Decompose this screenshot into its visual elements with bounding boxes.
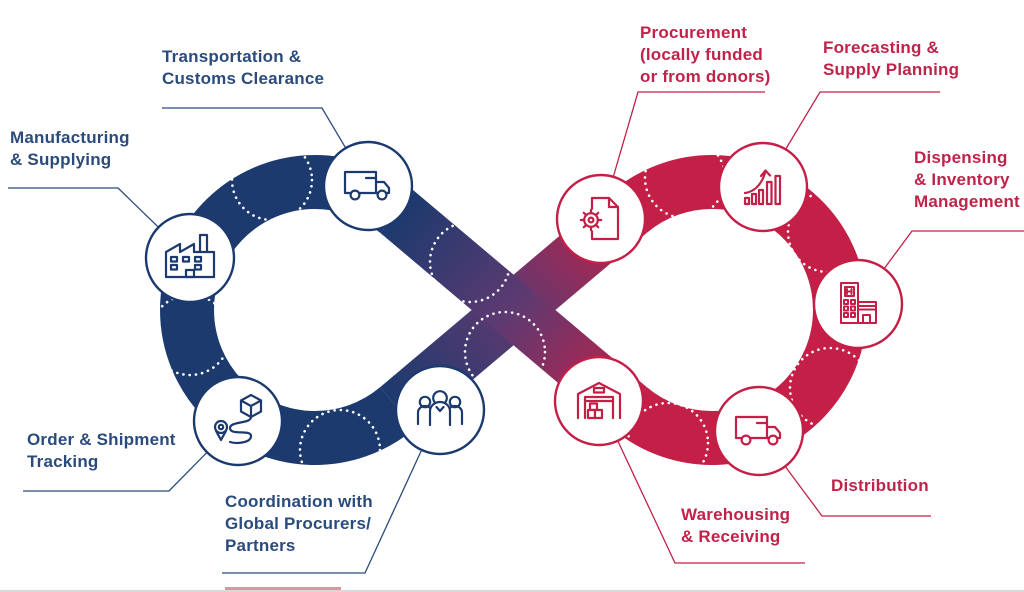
team-icon	[416, 390, 464, 427]
leader-transportation	[162, 107, 347, 149]
node-order-tracking	[192, 375, 284, 467]
label-order-shipment-tracking: Order & Shipment Tracking	[27, 430, 176, 471]
node-transportation	[322, 140, 414, 232]
hospital-icon	[840, 282, 877, 324]
label-coordination-global-partners: Coordination with Global Procurers/ Part…	[225, 492, 373, 555]
leader-warehousing	[616, 439, 805, 564]
leader-distribution	[783, 464, 931, 517]
growth-chart-icon	[743, 169, 782, 206]
package-route-icon	[213, 393, 263, 444]
dashed-circle	[230, 138, 314, 222]
factory-icon	[164, 233, 216, 279]
node-warehousing	[553, 355, 645, 447]
truck-icon	[343, 170, 391, 201]
dashed-circle	[463, 310, 547, 394]
leader-dispensing	[883, 230, 1024, 269]
document-gear-icon	[579, 196, 620, 241]
node-coordination	[394, 364, 486, 456]
node-dispensing	[812, 258, 904, 350]
label-manufacturing-supplying: Manufacturing & Supplying	[10, 128, 130, 169]
label-forecasting-supply-planning: Forecasting & Supply Planning	[823, 38, 960, 79]
dashed-circle	[428, 220, 512, 304]
node-manufacturing	[144, 212, 236, 304]
label-transportation-customs: Transportation & Customs Clearance	[162, 47, 325, 88]
leader-forecasting	[784, 91, 940, 152]
node-forecasting	[717, 141, 809, 233]
cropped-element-sliver	[225, 587, 341, 592]
dashed-circle	[788, 346, 872, 430]
leader-coordination	[222, 450, 422, 574]
warehouse-icon	[576, 381, 622, 420]
icon-circle	[192, 375, 284, 467]
leader-order-tracking	[23, 451, 209, 492]
dashed-circle	[626, 401, 710, 485]
leader-manufacturing	[8, 187, 159, 228]
bottom-edge-line	[0, 590, 1024, 592]
node-distribution	[713, 385, 805, 477]
icon-circle	[717, 141, 809, 233]
leader-lines	[8, 91, 1024, 574]
label-procurement: Procurement (locally funded or from dono…	[640, 23, 771, 86]
nodes	[144, 140, 904, 477]
label-distribution: Distribution	[831, 476, 929, 495]
label-dispensing-inventory: Dispensing & Inventory Management	[914, 148, 1020, 211]
label-warehousing-receiving: Warehousing & Receiving	[681, 505, 791, 546]
node-procurement	[555, 173, 647, 265]
loop-band-left	[160, 155, 415, 465]
leader-procurement	[612, 91, 765, 177]
dashed-circle	[298, 408, 382, 492]
delivery-truck-icon	[734, 415, 782, 446]
